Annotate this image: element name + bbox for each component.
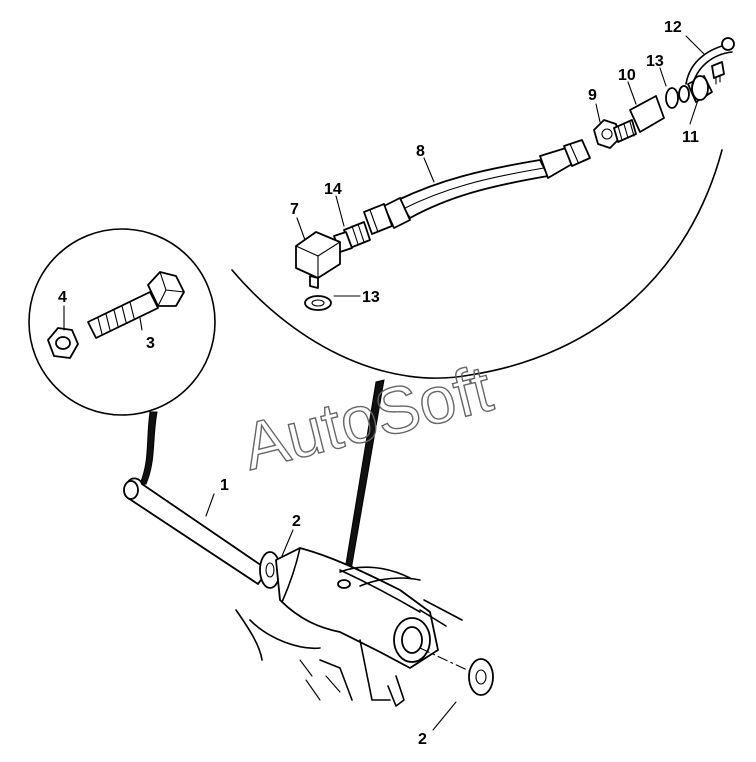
callout-2-rear: 2 — [292, 513, 301, 530]
bolt-3 — [87, 271, 185, 339]
callout-9: 9 — [588, 87, 597, 104]
hose-8 — [363, 139, 591, 235]
union-10 — [613, 95, 665, 143]
callout-10: 10 — [618, 67, 636, 84]
washer-13-upper — [665, 85, 690, 109]
assembly-arc — [231, 149, 723, 379]
callout-3: 3 — [146, 335, 155, 352]
callout-11: 11 — [682, 129, 699, 146]
callout-1: 1 — [220, 477, 229, 494]
callout-13-lower: 13 — [362, 289, 380, 306]
callout-7: 7 — [290, 201, 299, 218]
pivot-pin-1 — [123, 477, 269, 585]
elbow-7 — [295, 231, 341, 289]
adapter-14 — [333, 221, 371, 253]
nut-4 — [47, 327, 79, 359]
axle-housing — [235, 547, 463, 707]
callout-8: 8 — [416, 143, 425, 160]
cap-12 — [685, 37, 735, 89]
washer-13-lower — [304, 295, 332, 311]
callout-14: 14 — [324, 181, 342, 198]
leader-lines — [63, 35, 705, 731]
callout-12: 12 — [664, 19, 682, 36]
thrust-washer-2-front — [468, 658, 494, 696]
callout-2-front: 2 — [418, 731, 427, 748]
callout-4: 4 — [58, 289, 67, 306]
callout-13-upper: 13 — [646, 53, 664, 70]
detail-circle — [28, 228, 216, 485]
